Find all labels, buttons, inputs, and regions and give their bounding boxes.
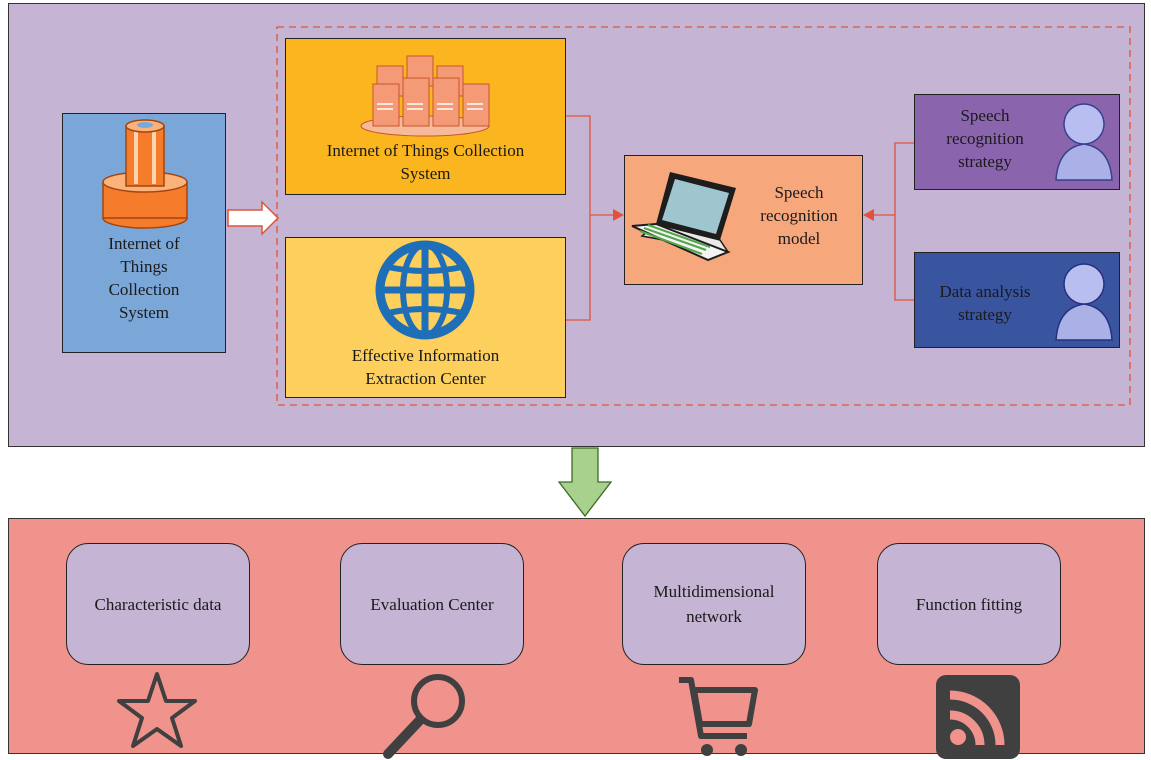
star-icon: [117, 672, 197, 748]
globe-icon: [375, 240, 475, 340]
user-icon: [1055, 263, 1113, 341]
speech-strategy-label: Speech recognition strategy: [946, 106, 1024, 171]
hollow-arrow: [227, 200, 280, 236]
speech-model-label: Speech recognition model: [760, 183, 838, 248]
magnifier-icon: [383, 674, 465, 759]
server-cluster-icon: [360, 55, 490, 137]
data-strategy-label: Data analysis strategy: [939, 282, 1031, 324]
iot-collection-label: Internet of Things Collection System: [326, 141, 525, 183]
laptop-icon: [631, 172, 736, 262]
user-icon: [1055, 103, 1113, 181]
extraction-center-label: Effective Information Extraction Center: [351, 346, 500, 388]
evaluation-center-card: Evaluation Center: [340, 543, 524, 665]
characteristic-data-card: Characteristic data: [66, 543, 250, 665]
iot-source-label: Internet of Things Collection System: [108, 234, 180, 322]
cart-icon: [679, 677, 758, 756]
down-arrow: [557, 447, 613, 518]
data-column-icon: [102, 119, 188, 229]
rss-icon: [936, 675, 1020, 759]
function-fitting-card: Function fitting: [877, 543, 1061, 665]
